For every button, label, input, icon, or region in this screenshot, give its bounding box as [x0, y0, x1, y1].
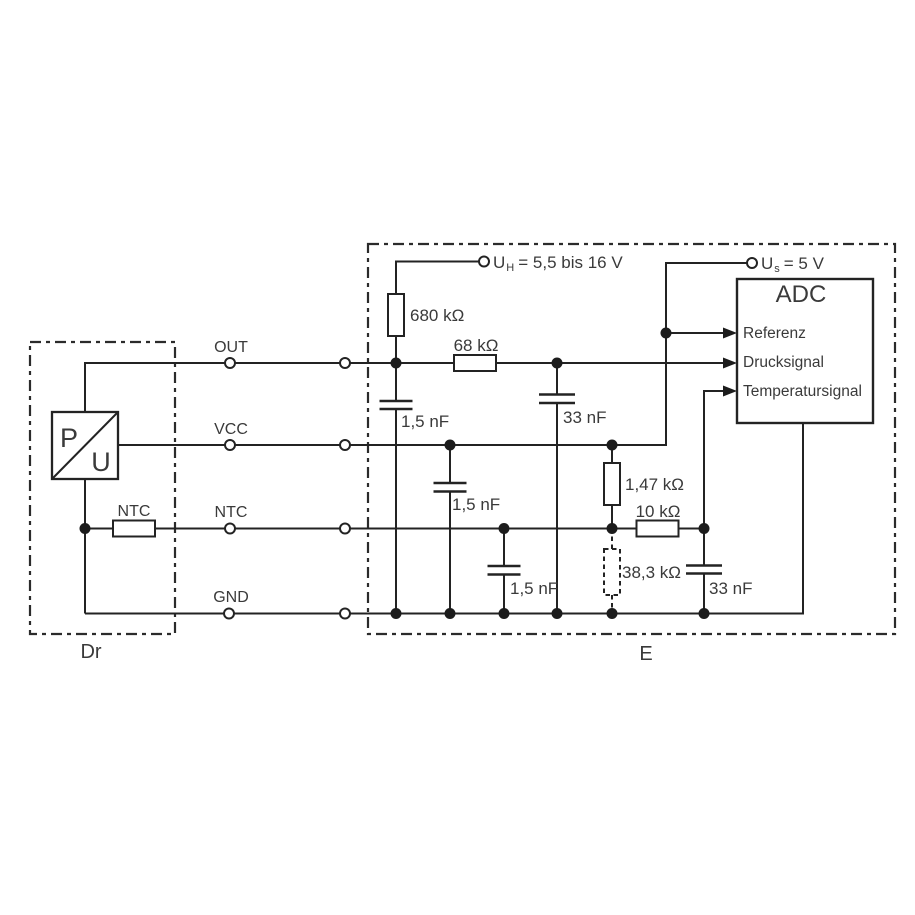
- capacitor-1n5-b: [433, 481, 467, 493]
- capacitor-33n-top-label: 33 nF: [563, 408, 606, 427]
- capacitor-1n5-a-label: 1,5 nF: [401, 412, 449, 431]
- pu-sensor-u-label: U: [91, 447, 111, 477]
- ecu-box-label: E: [639, 643, 652, 665]
- capacitor-1n5-b-label: 1,5 nF: [452, 495, 500, 514]
- us-supply-terminal: [746, 257, 758, 269]
- pin-label-gnd: GND: [213, 589, 249, 606]
- capacitor-1n5-c: [487, 564, 521, 576]
- capacitor-1n5-c-label: 1,5 nF: [510, 579, 558, 598]
- temperatursignal-arrowhead-icon: [723, 385, 737, 397]
- us-supply-label: Us= 5 V: [761, 254, 825, 275]
- resistor-68k-label: 68 kΩ: [454, 336, 499, 355]
- resistor-38k-dashed: [603, 548, 621, 596]
- junction-dots: [79, 327, 710, 619]
- adc-input-drucksignal: Drucksignal: [743, 354, 824, 371]
- wire-temperatursignal: [703, 390, 725, 529]
- pin-label-vcc: VCC: [214, 421, 248, 438]
- capacitor-1n5-a: [379, 399, 413, 411]
- pu-sensor-p-label: P: [60, 423, 78, 453]
- capacitor-33n-right-label: 33 nF: [709, 579, 752, 598]
- wire-vcc-us: [118, 262, 747, 446]
- resistor-680k: [387, 293, 405, 337]
- resistor-10k: [635, 519, 680, 538]
- resistor-680k-label: 680 kΩ: [410, 306, 464, 325]
- resistor-1470-label: 1,47 kΩ: [625, 475, 684, 494]
- ecu-enclosure-box: [366, 242, 897, 636]
- resistor-10k-label: 10 kΩ: [636, 502, 681, 521]
- pin-label-out: OUT: [214, 339, 248, 356]
- adc-block: ADC Referenz Drucksignal Temperatursigna…: [735, 277, 875, 425]
- referenz-arrowhead-icon: [723, 327, 737, 339]
- resistor-68k: [453, 354, 497, 372]
- uh-supply-label: UH= 5,5 bis 16 V: [493, 253, 623, 274]
- adc-input-temperatursignal: Temperatursignal: [743, 383, 862, 400]
- pin-label-ntc: NTC: [215, 504, 248, 521]
- adc-title: ADC: [776, 281, 827, 308]
- uh-supply-terminal: [478, 255, 490, 268]
- pu-sensor-block: P U: [50, 410, 120, 481]
- capacitor-33n-right: [686, 564, 722, 575]
- sensor-enclosure-box: [28, 340, 177, 636]
- terminal-circles: [223, 255, 758, 620]
- drucksignal-arrowhead-icon: [723, 357, 737, 369]
- adc-input-referenz: Referenz: [743, 325, 806, 342]
- adc-box: [735, 277, 875, 425]
- wire-gnd-row: [85, 423, 804, 615]
- resistor-38k-label: 38,3 kΩ: [622, 563, 681, 582]
- pu-sensor-diagonal: [51, 411, 119, 480]
- wire-out-drucksignal: [84, 362, 725, 412]
- resistor-ntc: [112, 519, 156, 538]
- capacitor-33n-top: [539, 393, 575, 405]
- ntc-component-label: NTC: [118, 503, 151, 520]
- sensor-box-label: Dr: [80, 641, 101, 663]
- resistor-1470: [603, 462, 621, 506]
